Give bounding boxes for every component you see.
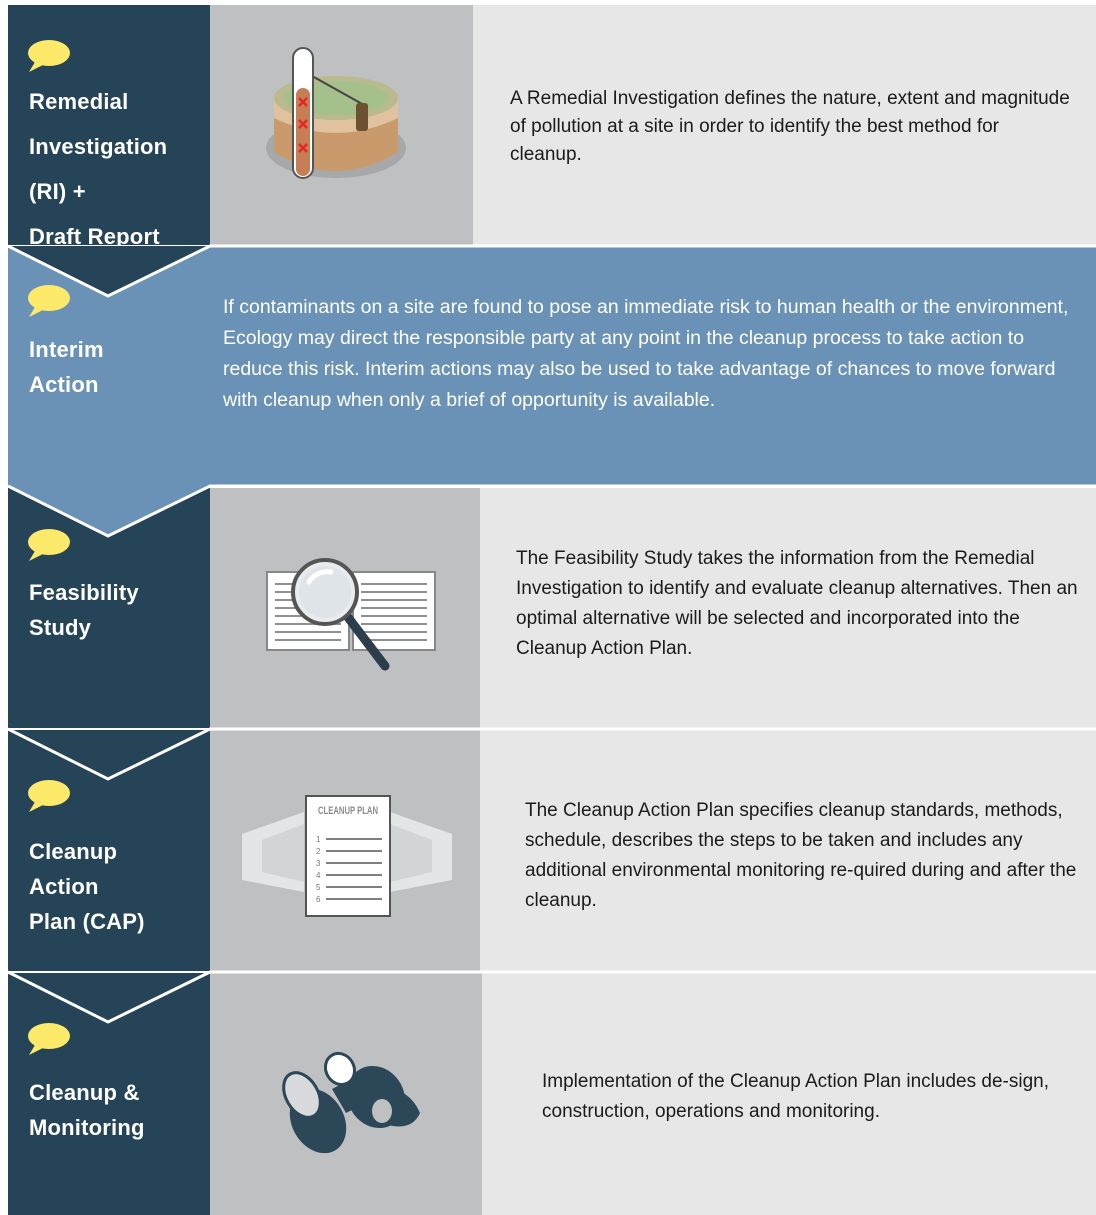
speech-bubble-icon	[28, 40, 70, 72]
step-label: Remedial Investigation (RI) + Draft Repo…	[29, 89, 168, 249]
step-label: Interim Action	[29, 337, 104, 397]
step-label-panel: Feasibility Study	[8, 488, 210, 728]
plan-number: 6	[316, 895, 321, 904]
step-remedial-investigation: Remedial Investigation (RI) + Draft Repo…	[8, 5, 1096, 249]
step-cleanup-monitoring: Cleanup & Monitoring Implementation of t…	[8, 973, 1096, 1215]
step-icon-panel: CLEANUP PLAN 1 2 3 4 5 6	[210, 730, 480, 971]
step-icon-panel	[210, 488, 480, 728]
step-icon-panel	[210, 5, 473, 245]
step-interim-action: Interim Action If contaminants on a site…	[8, 246, 1096, 486]
step-description-panel: A Remedial Investigation defines the nat…	[473, 5, 1096, 245]
plan-number: 2	[316, 847, 321, 856]
speech-bubble-icon	[28, 285, 70, 317]
plan-number: 4	[316, 871, 321, 880]
plan-number: 3	[316, 859, 321, 868]
step-description-panel: The Feasibility Study takes the informat…	[480, 488, 1096, 728]
step-description-panel: The Cleanup Action Plan specifies cleanu…	[480, 730, 1096, 971]
speech-bubble-icon	[28, 1023, 70, 1055]
speech-bubble-icon	[28, 529, 70, 561]
step-description: The Feasibility Study takes the informat…	[516, 548, 1078, 659]
plan-heading: CLEANUP PLAN	[318, 805, 378, 817]
step-description-panel: Implementation of the Cleanup Action Pla…	[482, 973, 1096, 1215]
step-description: A Remedial Investigation defines the nat…	[510, 88, 1070, 165]
binoculars-icon	[282, 1051, 420, 1154]
step-description: Implementation of the Cleanup Action Pla…	[542, 1071, 1049, 1122]
step-icon-panel	[210, 973, 482, 1215]
cleanup-plan-document-icon: CLEANUP PLAN 1 2 3 4 5 6	[242, 795, 452, 917]
soil-sample-icon	[266, 47, 406, 179]
step-label-panel: Cleanup Action Plan (CAP)	[8, 730, 210, 971]
step-cleanup-action-plan: Cleanup Action Plan (CAP) CLEANUP PLAN 1…	[8, 730, 1096, 971]
step-feasibility-study: Feasibility Study The Feasibility Study …	[8, 488, 1096, 728]
step-description: The Cleanup Action Plan specifies cleanu…	[525, 800, 1077, 911]
step-label: Feasibility Study	[29, 580, 139, 640]
plan-number: 5	[316, 883, 321, 892]
magnifying-glass-book-icon	[266, 558, 436, 671]
speech-bubble-icon	[28, 780, 70, 812]
step-label-panel: Remedial Investigation (RI) + Draft Repo…	[8, 5, 210, 249]
step-description: If contaminants on a site are found to p…	[223, 296, 1069, 411]
step-label-panel: Cleanup & Monitoring	[8, 973, 210, 1215]
step-label: Cleanup Action Plan (CAP)	[29, 839, 145, 934]
plan-number: 1	[316, 835, 321, 844]
step-label: Cleanup & Monitoring	[29, 1080, 145, 1140]
